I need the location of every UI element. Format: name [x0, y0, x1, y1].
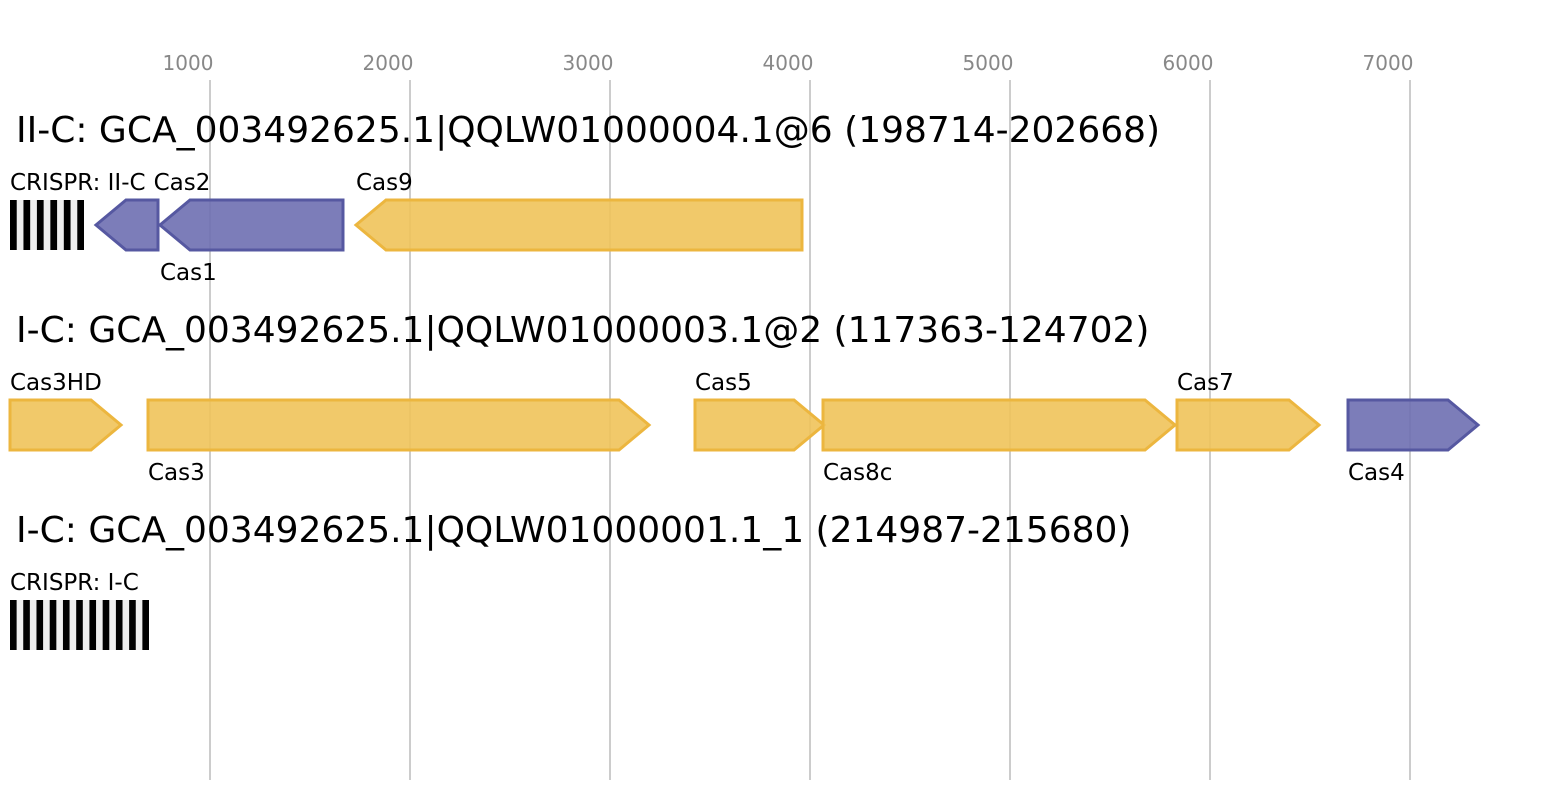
crispr-repeat — [115, 600, 123, 650]
crispr-repeat — [102, 600, 110, 650]
axis-tick-label: 4000 — [763, 51, 814, 75]
gene-arrow[interactable] — [353, 198, 804, 252]
crispr-repeat — [76, 600, 83, 650]
crispr-repeat — [23, 600, 30, 650]
gene-cas9[interactable]: Cas9 — [353, 170, 804, 252]
gene-arrow[interactable] — [93, 198, 160, 252]
crispr-repeat — [10, 600, 17, 650]
gene-label: Cas5 — [695, 370, 752, 396]
axis-tick-label: 1000 — [163, 51, 214, 75]
gene-label: Cas1 — [160, 260, 217, 286]
loci: II-C: GCA_003492625.1|QQLW01000004.1@6 (… — [8, 110, 1481, 650]
crispr-label: CRISPR: II-C — [10, 170, 146, 196]
gene-cas7[interactable]: Cas7 — [1175, 370, 1322, 452]
crispr-repeat — [129, 600, 136, 650]
gene-arrow[interactable] — [821, 398, 1178, 452]
gene-cas3[interactable]: Cas3 — [146, 398, 652, 486]
gene-label: Cas2 — [154, 170, 211, 196]
crispr-repeat — [63, 200, 71, 250]
gene-label: Cas7 — [1177, 370, 1234, 396]
crispr-array: CRISPR: I-C — [10, 570, 149, 650]
gene-cas2[interactable]: Cas2 — [93, 170, 211, 252]
locus-title: II-C: GCA_003492625.1|QQLW01000004.1@6 (… — [16, 110, 1160, 151]
locus: II-C: GCA_003492625.1|QQLW01000004.1@6 (… — [10, 110, 1160, 286]
crispr-repeat — [142, 600, 149, 650]
gene-label: Cas4 — [1348, 460, 1405, 486]
gene-arrow[interactable] — [8, 398, 124, 452]
axis-tick-label: 6000 — [1163, 51, 1214, 75]
gene-arrow[interactable] — [157, 198, 345, 252]
crispr-repeat — [23, 200, 31, 250]
axis-tick-label: 5000 — [963, 51, 1014, 75]
crispr-repeat — [49, 600, 57, 650]
locus: I-C: GCA_003492625.1|QQLW01000001.1_1 (2… — [10, 510, 1131, 650]
gene-arrow[interactable] — [693, 398, 827, 452]
gene-arrow[interactable] — [1346, 398, 1481, 452]
crispr-repeat — [36, 200, 44, 250]
locus: I-C: GCA_003492625.1|QQLW01000003.1@2 (1… — [8, 310, 1481, 486]
crispr-repeat — [36, 600, 44, 650]
crispr-repeat — [89, 600, 97, 650]
axis-tick-label: 2000 — [363, 51, 414, 75]
locus-title: I-C: GCA_003492625.1|QQLW01000003.1@2 (1… — [16, 310, 1149, 351]
axis-tick-label: 7000 — [1363, 51, 1414, 75]
gene-label: Cas8c — [823, 460, 892, 486]
gene-cas4[interactable]: Cas4 — [1346, 398, 1481, 486]
gene-label: Cas3HD — [10, 370, 102, 396]
crispr-background — [10, 200, 84, 250]
gene-cas1[interactable]: Cas1 — [157, 198, 345, 286]
crispr-repeat — [77, 200, 84, 250]
gene-arrow[interactable] — [146, 398, 652, 452]
crispr-repeat — [10, 200, 17, 250]
gene-label: Cas9 — [356, 170, 413, 196]
crispr-array: CRISPR: II-C — [10, 170, 146, 250]
crispr-repeat — [50, 200, 58, 250]
axis-tick-label: 3000 — [563, 51, 614, 75]
crispr-label: CRISPR: I-C — [10, 570, 139, 596]
gene-cas8c[interactable]: Cas8c — [821, 398, 1178, 486]
axis-tick-labels: 1000 2000 3000 4000 5000 6000 7000 — [163, 51, 1414, 75]
gene-cas3hd[interactable]: Cas3HD — [8, 370, 124, 452]
crispr-repeat — [62, 600, 70, 650]
locus-title: I-C: GCA_003492625.1|QQLW01000001.1_1 (2… — [16, 510, 1131, 551]
gene-arrow[interactable] — [1175, 398, 1322, 452]
gene-label: Cas3 — [148, 460, 205, 486]
gene-cas5[interactable]: Cas5 — [693, 370, 827, 452]
